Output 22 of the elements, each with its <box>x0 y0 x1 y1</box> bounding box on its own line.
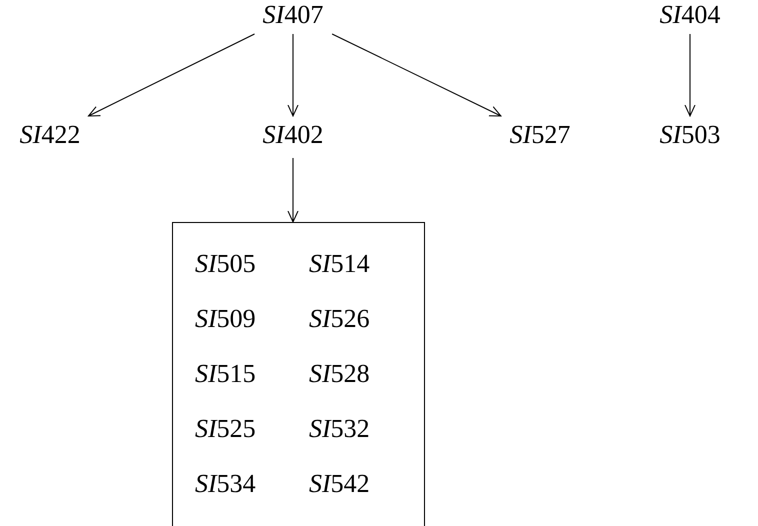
node-label: SI515 <box>195 359 257 389</box>
node-label: SI404 <box>658 0 722 30</box>
node-label: SI532 <box>309 414 371 444</box>
arrow <box>684 34 696 116</box>
node-label: SI422 <box>18 120 82 150</box>
arrow <box>88 34 256 116</box>
arrow <box>332 34 502 116</box>
arrow <box>288 158 298 222</box>
node-label: SI402 <box>262 120 324 150</box>
node-label: SI505 <box>195 249 257 279</box>
node-label: SI407 <box>262 0 324 30</box>
node-label: SI503 <box>658 120 722 150</box>
node-label: SI527 <box>508 120 572 150</box>
node-label: SI526 <box>309 304 371 334</box>
group-box <box>172 222 425 526</box>
node-label: SI528 <box>309 359 371 389</box>
node-label: SI525 <box>195 414 257 444</box>
arrow <box>288 34 298 116</box>
node-label: SI542 <box>309 469 371 499</box>
node-label: SI509 <box>195 304 257 334</box>
node-label: SI534 <box>195 469 257 499</box>
node-label: SI514 <box>309 249 371 279</box>
